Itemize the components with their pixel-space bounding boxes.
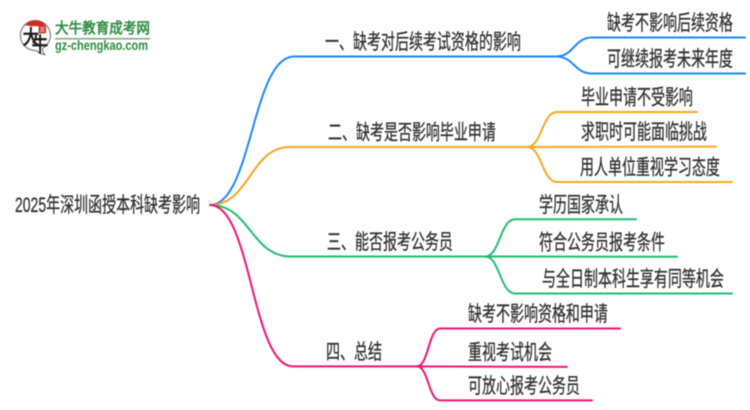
svg-text:牛: 牛 — [32, 33, 48, 56]
svg-text:与全日制本科生享有同等机会: 与全日制本科生享有同等机会 — [542, 267, 724, 291]
svg-text:三、能否报考公务员: 三、能否报考公务员 — [327, 230, 453, 254]
svg-text:缺考不影响后续资格: 缺考不影响后续资格 — [607, 11, 733, 35]
svg-text:一、缺考对后续考试资格的影响: 一、缺考对后续考试资格的影响 — [325, 30, 521, 54]
svg-text:重视考试机会: 重视考试机会 — [468, 341, 552, 365]
svg-text:用人单位重视学习态度: 用人单位重视学习态度 — [580, 156, 720, 180]
svg-text:大牛教育成考网: 大牛教育成考网 — [55, 19, 150, 38]
svg-text:四、总结: 四、总结 — [326, 340, 382, 364]
svg-text:可继续报考未来年度: 可继续报考未来年度 — [607, 47, 733, 71]
svg-text:毕业申请不受影响: 毕业申请不受影响 — [581, 86, 693, 110]
svg-text:大: 大 — [23, 25, 40, 48]
svg-text:符合公务员报考条件: 符合公务员报考条件 — [539, 231, 665, 255]
svg-text:gz-chengkao.com: gz-chengkao.com — [55, 37, 148, 53]
svg-text:2025年深圳函授本科缺考影响: 2025年深圳函授本科缺考影响 — [15, 193, 200, 217]
svg-text:学历国家承认: 学历国家承认 — [539, 193, 623, 217]
svg-text:求职时可能面临挑战: 求职时可能面临挑战 — [581, 120, 707, 144]
svg-text:可放心报考公务员: 可放心报考公务员 — [468, 374, 580, 398]
svg-text:缺考不影响资格和申请: 缺考不影响资格和申请 — [468, 302, 608, 326]
svg-text:二、缺考是否影响毕业申请: 二、缺考是否影响毕业申请 — [328, 121, 496, 145]
